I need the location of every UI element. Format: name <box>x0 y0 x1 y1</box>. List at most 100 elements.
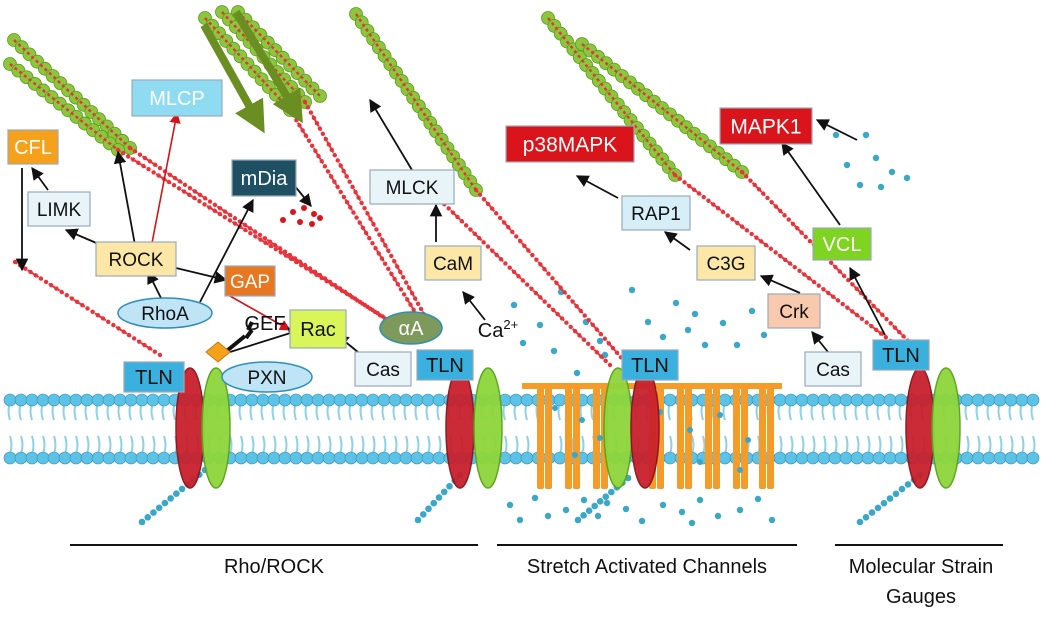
filament-4 <box>302 99 433 328</box>
node-rap1: RAP1 <box>621 195 691 231</box>
ion-particle <box>760 331 768 339</box>
crk-shape <box>767 293 821 329</box>
rhoa-label: RhoA <box>141 304 189 325</box>
mlck-label: MLCK <box>386 178 439 199</box>
ion-particle <box>754 495 762 503</box>
gef-diamond <box>205 341 231 363</box>
mapk1-shape <box>719 107 813 145</box>
channel-ion <box>745 437 751 443</box>
node-ca: Ca2+ <box>478 317 518 342</box>
actin-monomer <box>280 217 286 223</box>
node-tln2: TLN <box>416 349 474 381</box>
stretch-channels-section-label: Stretch Activated Channels <box>527 556 767 578</box>
vcl-label: VCL <box>823 234 862 256</box>
cfl-shape <box>7 129 59 165</box>
strain-gauges-section-label-line2: Gauges <box>886 586 956 608</box>
channel-ion <box>697 459 703 465</box>
rock-to-mlcp <box>151 111 181 244</box>
ion-particle <box>638 517 646 525</box>
rock-shape <box>95 241 177 277</box>
node-cas2: Cas <box>804 351 862 387</box>
integrin-beta <box>931 367 961 489</box>
mlck-to-fiber <box>369 98 413 171</box>
ion-particle <box>519 339 527 347</box>
crk-label: Crk <box>779 302 809 323</box>
node-c3g: C3G <box>696 245 756 281</box>
node-cas1: Cas <box>354 351 412 387</box>
tln1-shape <box>123 361 185 393</box>
ion-particle <box>688 519 696 527</box>
ion-particle <box>659 333 667 341</box>
rhoa-shape <box>117 297 213 329</box>
cam-shape <box>424 245 482 281</box>
rock-label: ROCK <box>109 250 164 271</box>
limk-label: LIMK <box>37 200 82 221</box>
fiber-b <box>3 57 125 157</box>
actin-monomer <box>311 211 317 217</box>
integrin-beta <box>201 367 231 489</box>
force-arrow <box>232 9 303 124</box>
ion-particle <box>531 494 539 502</box>
fiber-h <box>575 37 749 179</box>
ion-particle <box>696 496 704 504</box>
ion-particle <box>594 512 602 520</box>
node-rhoa: RhoA <box>117 297 213 329</box>
ion-particle <box>862 131 870 139</box>
actin-monomer <box>297 219 303 225</box>
filament-8 <box>12 259 163 358</box>
rhoa-to-mdia <box>199 198 254 303</box>
alphaA-shape <box>379 311 443 345</box>
actin-monomer <box>317 215 323 221</box>
ca-superscript: 2+ <box>503 317 518 332</box>
node-tln1: TLN <box>123 361 185 393</box>
tln4-label: TLN <box>882 345 920 367</box>
rap1-to-p38 <box>575 175 619 199</box>
filament-5 <box>473 187 628 365</box>
integrin-alpha <box>445 367 475 489</box>
lipid-heads <box>3 393 1040 465</box>
node-mdia: mDia <box>231 159 297 197</box>
pxn-gef-to-rac <box>229 327 302 353</box>
vcl-to-mapk1 <box>781 141 841 226</box>
actin-monomer <box>309 221 315 227</box>
rock-to-fiber <box>113 150 136 246</box>
integrin-alpha <box>905 367 935 489</box>
rap1-shape <box>621 195 691 231</box>
channel-pillar <box>759 383 766 489</box>
ion-particle <box>733 341 741 349</box>
channel-pillar <box>741 383 748 489</box>
filament-9 <box>437 197 613 368</box>
node-p38: p38MAPK <box>505 125 635 163</box>
c3g-to-rap1 <box>663 231 691 251</box>
pxn-shape <box>221 361 313 393</box>
ion-particle <box>562 506 570 514</box>
node-tln3: TLN <box>621 349 679 381</box>
ion-particle <box>644 318 652 326</box>
fiber-g <box>541 11 682 182</box>
p38-label: p38MAPK <box>523 134 618 157</box>
tln1-label: TLN <box>135 367 173 389</box>
node-rac: Rac <box>289 309 347 349</box>
ca-to-cam <box>462 291 486 321</box>
limk-shape <box>27 191 91 227</box>
ion-particle <box>856 181 864 189</box>
channel-ion <box>552 405 558 411</box>
filament-6 <box>672 172 908 355</box>
cas2-shape <box>804 351 862 387</box>
node-mapk1: MAPK1 <box>719 107 813 145</box>
node-mlcp: MLCP <box>131 79 223 117</box>
ion-particle <box>701 341 709 349</box>
node-gap: GAP <box>224 265 276 297</box>
mdia-label: mDia <box>241 168 289 190</box>
ion-particle <box>691 310 699 318</box>
ion-particle <box>672 299 680 307</box>
ion-particle <box>903 174 911 182</box>
ion-particle <box>768 516 776 524</box>
signal-arrows <box>15 98 886 358</box>
ca-label: Ca2+ <box>478 317 518 342</box>
cas2-label: Cas <box>816 360 850 381</box>
c3g-label: C3G <box>706 254 745 275</box>
cell-membrane <box>3 393 1040 465</box>
ions-to-mapk1 <box>815 119 858 141</box>
